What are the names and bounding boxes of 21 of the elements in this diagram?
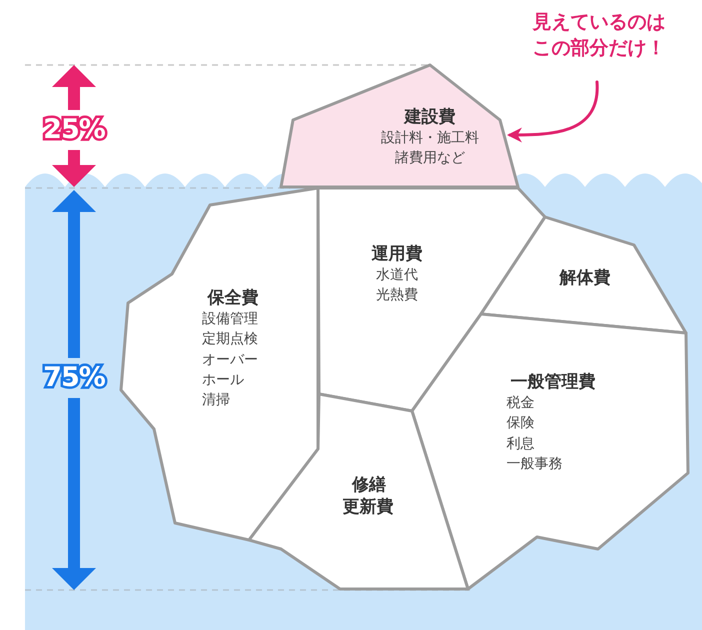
section-title: 運用費 bbox=[372, 243, 422, 266]
curved-arrow bbox=[507, 80, 598, 142]
list-item: 一般事務 bbox=[506, 454, 562, 474]
list-item: 設備管理 bbox=[202, 310, 259, 330]
section-title: 修繕更新費 bbox=[342, 474, 395, 518]
section-title: 建設費 bbox=[404, 106, 456, 128]
list-item: 清掃 bbox=[202, 391, 231, 410]
section-title: 一般管理費 bbox=[510, 371, 596, 394]
percentage-label: 75% bbox=[43, 360, 105, 395]
list-item: 利息 bbox=[506, 434, 534, 454]
section-detail: 設計料・施工料諸費用など bbox=[380, 129, 480, 168]
section-title: 解体費 bbox=[560, 267, 610, 290]
callout-text: 見えているのはこの部分だけ！ bbox=[531, 10, 666, 61]
list-item: 税金 bbox=[506, 394, 534, 414]
percentage-label: 25% bbox=[43, 110, 105, 150]
section-detail: 水道代 bbox=[376, 266, 418, 286]
section-title: 保全費 bbox=[208, 287, 258, 310]
section-detail: 光熱費 bbox=[376, 286, 418, 306]
list-item: 保険 bbox=[506, 414, 534, 434]
list-item: オーバーホール bbox=[202, 350, 259, 390]
list-item: 定期点検 bbox=[202, 330, 259, 350]
